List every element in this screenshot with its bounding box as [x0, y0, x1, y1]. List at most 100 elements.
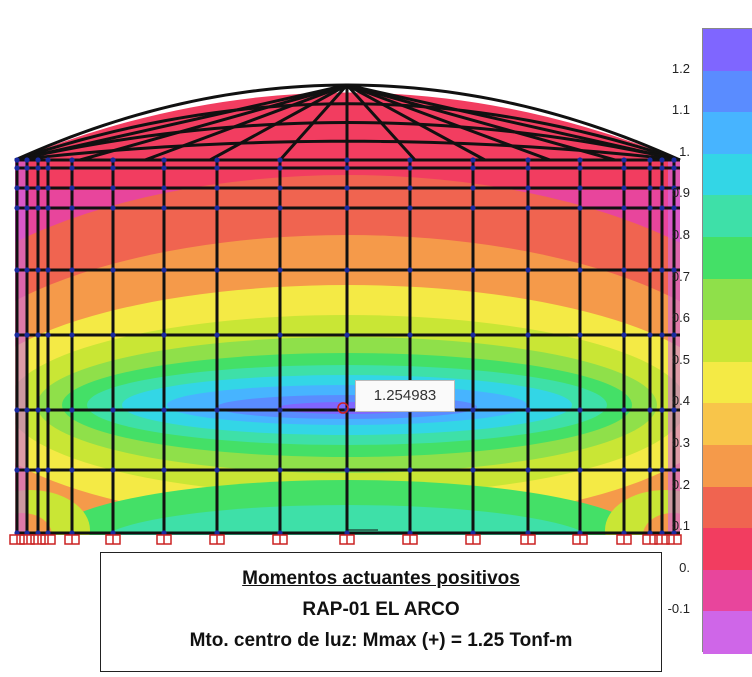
grid-node [407, 467, 413, 473]
grid-node [525, 467, 531, 473]
grid-node [110, 157, 116, 163]
grid-node [35, 332, 41, 338]
legend-band [703, 569, 752, 613]
grid-node [577, 332, 583, 338]
roof-rafter [209, 83, 348, 162]
grid-node [671, 407, 677, 413]
grid-node [69, 467, 75, 473]
grid-node [277, 332, 283, 338]
grid-node [35, 267, 41, 273]
grid-node [214, 332, 220, 338]
roof-rafter [79, 83, 348, 162]
grid-node [671, 157, 677, 163]
tank-contour-plot [9, 83, 682, 545]
grid-node [621, 332, 627, 338]
grid-node [470, 185, 476, 191]
caption-mmax: Mto. centro de luz: Mmax (+) = 1.25 Tonf… [189, 630, 573, 651]
roof-edge [14, 83, 681, 162]
grid-node [671, 467, 677, 473]
grid-node [659, 467, 665, 473]
grid-node [647, 185, 653, 191]
grid-node [647, 205, 653, 211]
grid-node [161, 267, 167, 273]
grid-node [577, 157, 583, 163]
grid-node [621, 157, 627, 163]
caption-project: RAP-01 EL ARCO [302, 599, 460, 620]
grid-node [110, 185, 116, 191]
grid-node [24, 467, 30, 473]
grid-node [214, 467, 220, 473]
grid-node [659, 185, 665, 191]
grid-node [577, 467, 583, 473]
grid-node [577, 185, 583, 191]
grid-node [407, 165, 413, 171]
grid-node [659, 407, 665, 413]
legend-band [703, 403, 752, 446]
grid-node [24, 157, 30, 163]
grid-node [14, 185, 20, 191]
grid-node [659, 165, 665, 171]
peak-value-label: 1.254983 [355, 380, 455, 412]
grid-node [214, 205, 220, 211]
grid-node [470, 205, 476, 211]
grid-node [14, 157, 20, 163]
grid-node [214, 185, 220, 191]
legend-tick-label: 0.3 [671, 435, 690, 450]
grid-node [659, 332, 665, 338]
grid-node [35, 165, 41, 171]
legend-tick-label: 0.1 [671, 518, 690, 534]
grid-node [621, 407, 627, 413]
grid-node [525, 157, 531, 163]
legend-tick-label: 0.8 [671, 227, 690, 242]
grid-node [161, 157, 167, 163]
grid-node [525, 332, 531, 338]
grid-node [671, 165, 677, 171]
grid-node [14, 407, 20, 413]
grid-node [525, 267, 531, 273]
grid-node [161, 165, 167, 171]
grid-node [344, 157, 350, 163]
grid-node [647, 157, 653, 163]
legend-band [703, 195, 752, 238]
grid-node [277, 467, 283, 473]
grid-node [621, 165, 627, 171]
legend-band [703, 528, 752, 571]
legend-band [703, 611, 752, 654]
grid-node [407, 205, 413, 211]
grid-node [344, 185, 350, 191]
grid-node [659, 157, 665, 163]
legend-band [703, 112, 752, 155]
grid-node [659, 205, 665, 211]
legend-band [703, 278, 752, 322]
grid-node [24, 407, 30, 413]
caption-box: Momentos actuantes positivos RAP-01 EL A… [100, 552, 662, 672]
grid-node [621, 267, 627, 273]
grid-node [110, 205, 116, 211]
caption-title: Momentos actuantes positivos [242, 568, 520, 589]
legend-band [703, 70, 752, 114]
grid-node [45, 467, 51, 473]
grid-node [14, 467, 20, 473]
grid-node [110, 267, 116, 273]
grid-node [277, 165, 283, 171]
grid-node [525, 407, 531, 413]
color-legend [702, 28, 752, 654]
grid-node [659, 267, 665, 273]
grid-node [69, 407, 75, 413]
grid-node [277, 407, 283, 413]
grid-node [69, 165, 75, 171]
grid-node [14, 205, 20, 211]
grid-node [14, 267, 20, 273]
grid-node [35, 407, 41, 413]
legend-band [703, 486, 752, 530]
grid-node [525, 205, 531, 211]
grid-node [470, 332, 476, 338]
grid-node [577, 267, 583, 273]
grid-node [14, 332, 20, 338]
grid-node [344, 165, 350, 171]
grid-node [110, 407, 116, 413]
grid-node [35, 205, 41, 211]
legend-band [703, 29, 752, 72]
grid-node [161, 205, 167, 211]
grid-node [69, 332, 75, 338]
